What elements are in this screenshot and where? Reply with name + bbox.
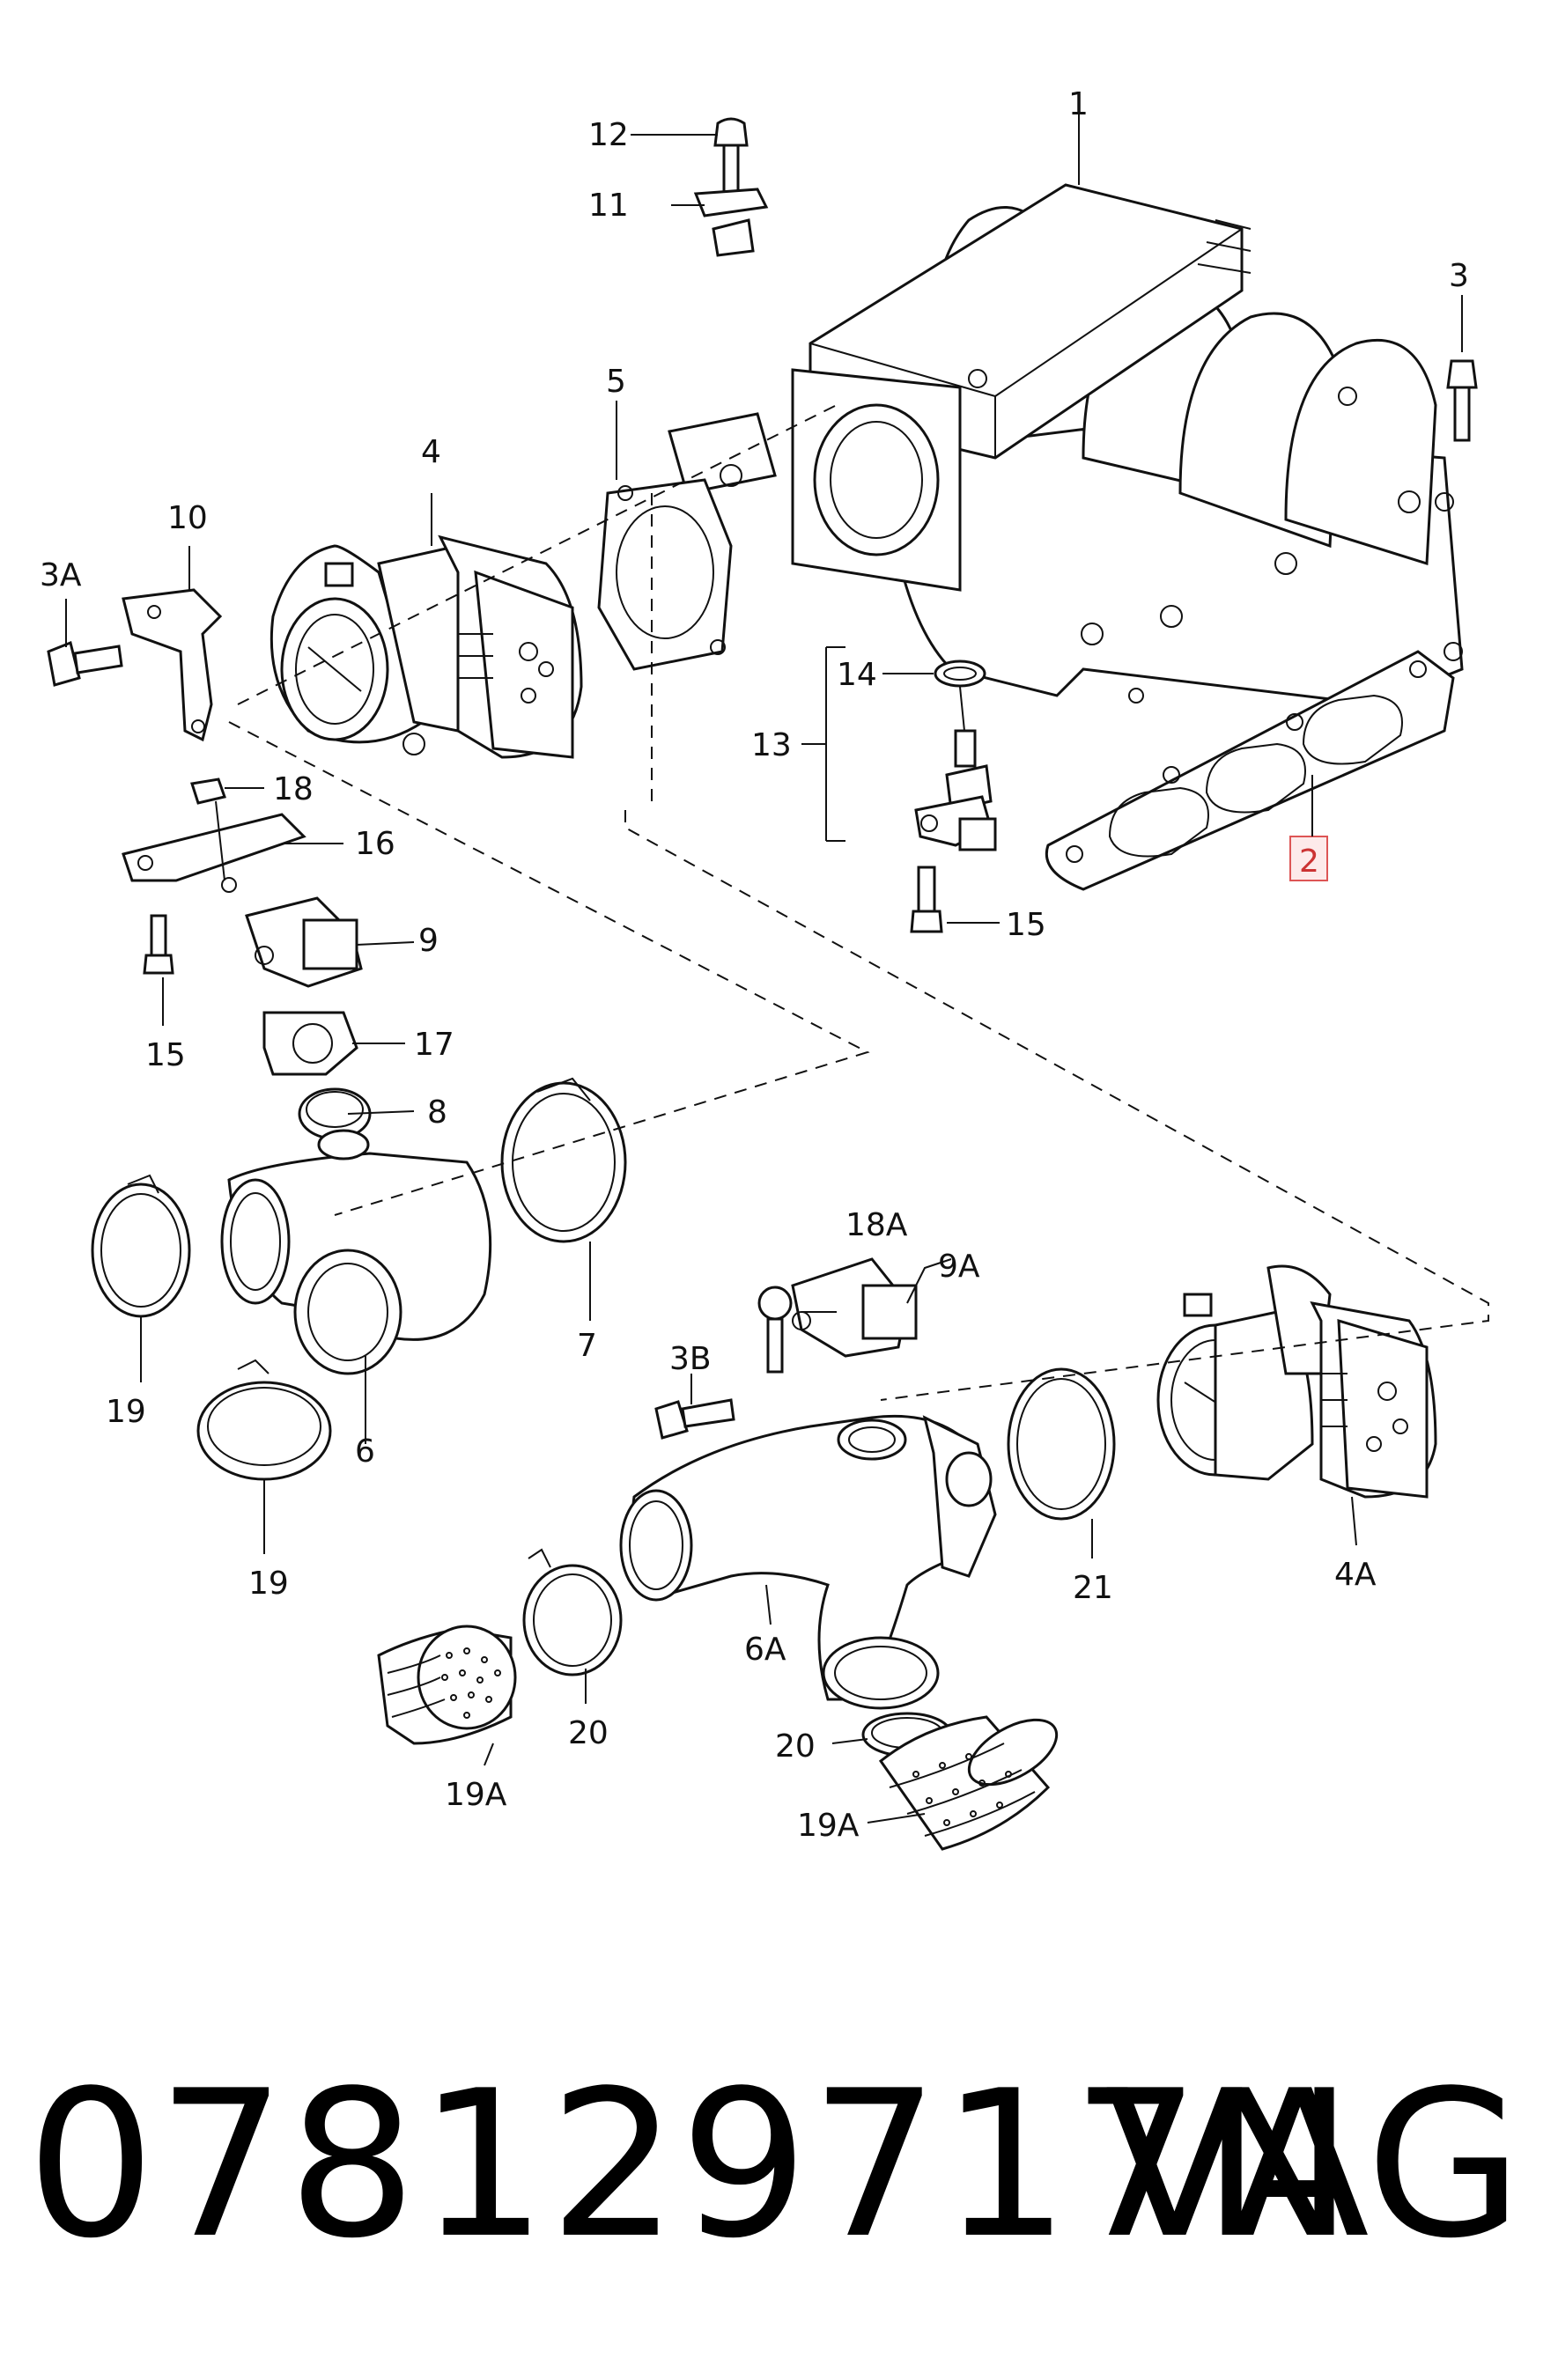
bracket-16 [122, 800, 306, 893]
label-13: 13 [751, 727, 792, 763]
nut-18 [190, 777, 226, 805]
oring-14 [934, 659, 986, 688]
clamp-20-left [522, 1548, 623, 1676]
clamp-19-bottom [196, 1359, 332, 1481]
label-9: 9 [418, 923, 439, 959]
label-14: 14 [837, 657, 877, 693]
label-16: 16 [355, 826, 395, 862]
label-21: 21 [1073, 1570, 1113, 1606]
bolt-3b [654, 1398, 735, 1440]
highlight-box-2 [1289, 836, 1328, 881]
label-4a: 4A [1334, 1557, 1377, 1593]
label-8: 8 [427, 1094, 447, 1131]
label-19a-right: 19A [797, 1808, 860, 1844]
part-number: 078129717N [26, 2048, 1356, 2283]
filter-dots-left [441, 1647, 501, 1719]
filter-19a-right [878, 1715, 1059, 1851]
pipe-6a [619, 1414, 997, 1710]
manifold-gasket [1045, 650, 1455, 891]
flange-17 [262, 1011, 358, 1076]
label-20-left: 20 [568, 1715, 609, 1751]
label-15-right: 15 [1006, 907, 1046, 943]
ring-21 [1007, 1367, 1116, 1521]
label-18: 18 [273, 771, 314, 807]
bolt-3a [47, 640, 123, 687]
part-number-footer: 078129717N VAG [0, 2043, 1558, 2289]
leader-lines [65, 114, 1463, 1824]
label-12: 12 [588, 117, 629, 153]
clamp-7 [500, 1077, 627, 1243]
bolt-3 [1446, 359, 1478, 442]
filter-19a-left [377, 1625, 517, 1745]
label-10: 10 [167, 500, 208, 536]
intake-manifold [668, 183, 1464, 706]
bracket-11 [693, 188, 769, 257]
label-7: 7 [577, 1328, 597, 1364]
exploded-parts-diagram: 1 2 3 3A 3B 4 4A 5 6 6A 7 8 9 9A 10 11 1… [40, 86, 1489, 1851]
sensor-9 [245, 896, 363, 988]
label-17: 17 [414, 1027, 454, 1063]
clamp-19-top [91, 1174, 191, 1318]
label-19-top: 19 [106, 1394, 146, 1430]
callout-labels: 1 2 3 3A 3B 4 4A 5 6 6A 7 8 9 9A 10 11 1… [40, 86, 1469, 1844]
sensor-13 [914, 686, 997, 851]
filter-dots-right [912, 1753, 1012, 1826]
sensor-9a [791, 1257, 918, 1358]
label-19-bottom: 19 [248, 1566, 289, 1602]
brand-name: VAG [1104, 2048, 1523, 2283]
label-1: 1 [1068, 86, 1089, 122]
assembly-dashed-lines [228, 404, 1489, 1401]
throttle-body-4 [270, 534, 583, 759]
label-2: 2 [1299, 844, 1319, 880]
bolt-15-left [143, 914, 174, 975]
label-6: 6 [355, 1433, 375, 1470]
label-20-right: 20 [775, 1728, 816, 1765]
label-4: 4 [421, 434, 441, 470]
gasket-5 [597, 478, 733, 671]
bracket-10 [122, 588, 223, 742]
pipe-6 [220, 1129, 492, 1375]
label-5: 5 [606, 364, 626, 400]
bolt-15-right [910, 866, 943, 933]
label-11: 11 [588, 188, 629, 224]
label-19a-left: 19A [445, 1777, 507, 1813]
bolt-18a [757, 1286, 793, 1374]
label-9a: 9A [938, 1249, 980, 1285]
throttle-body-4a [1156, 1264, 1437, 1499]
label-3: 3 [1449, 258, 1469, 294]
bolt-12 [713, 117, 749, 195]
label-15-left: 15 [145, 1037, 186, 1073]
label-18a: 18A [845, 1207, 908, 1243]
label-6a: 6A [744, 1632, 786, 1668]
label-3b: 3B [669, 1341, 712, 1377]
label-3a: 3A [40, 557, 82, 593]
